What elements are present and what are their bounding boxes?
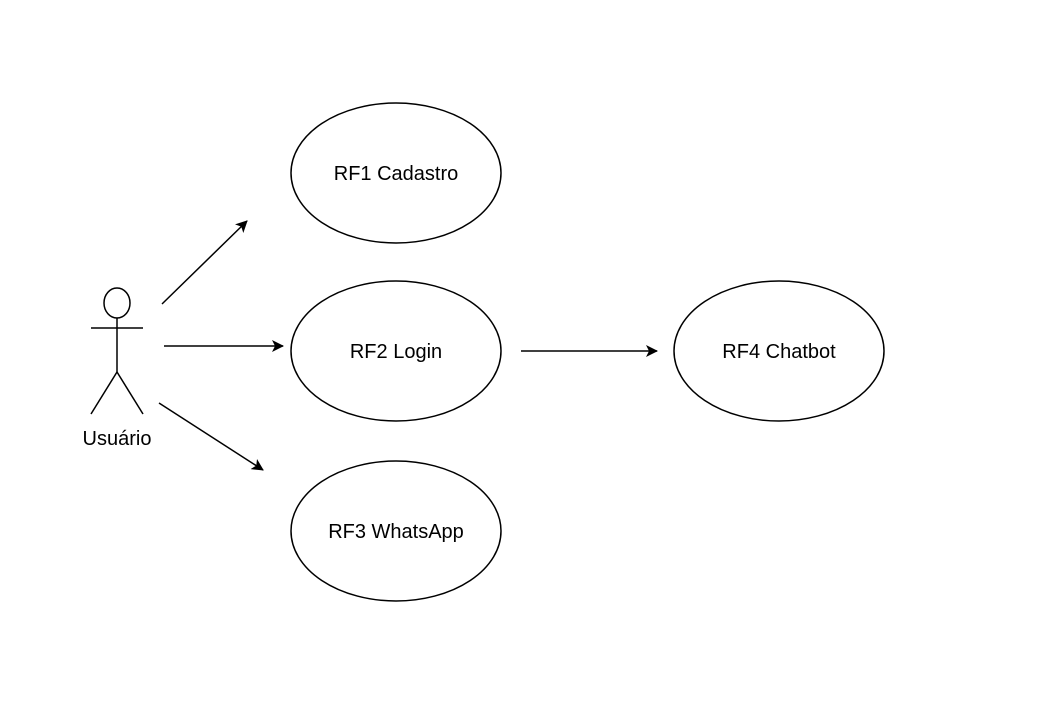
use-case-rf1-label: RF1 Cadastro xyxy=(334,163,459,185)
use-case-rf2-ellipse xyxy=(290,280,502,422)
actor-right-leg xyxy=(116,371,144,415)
use-case-rf1-ellipse xyxy=(290,102,502,244)
actor-label: Usuário xyxy=(83,428,152,450)
use-case-rf3-ellipse xyxy=(290,460,502,602)
actor-left-leg xyxy=(90,371,118,415)
use-case-rf2-label: RF2 Login xyxy=(350,341,442,363)
use-case-rf3-label: RF3 WhatsApp xyxy=(328,521,464,543)
actor-usuario[interactable]: Usuário xyxy=(83,287,152,450)
arrow-actor-to-rf1[interactable] xyxy=(161,220,248,305)
use-case-rf4-label: RF4 Chatbot xyxy=(722,341,836,363)
use-case-rf2[interactable]: RF2 Login xyxy=(290,280,502,422)
use-case-rf3[interactable]: RF3 WhatsApp xyxy=(290,460,502,602)
use-case-rf1[interactable]: RF1 Cadastro xyxy=(290,102,502,244)
actor-head xyxy=(103,287,131,319)
arrow-actor-to-rf3[interactable] xyxy=(158,402,264,471)
use-case-rf4[interactable]: RF4 Chatbot xyxy=(673,280,885,422)
use-case-rf4-ellipse xyxy=(673,280,885,422)
